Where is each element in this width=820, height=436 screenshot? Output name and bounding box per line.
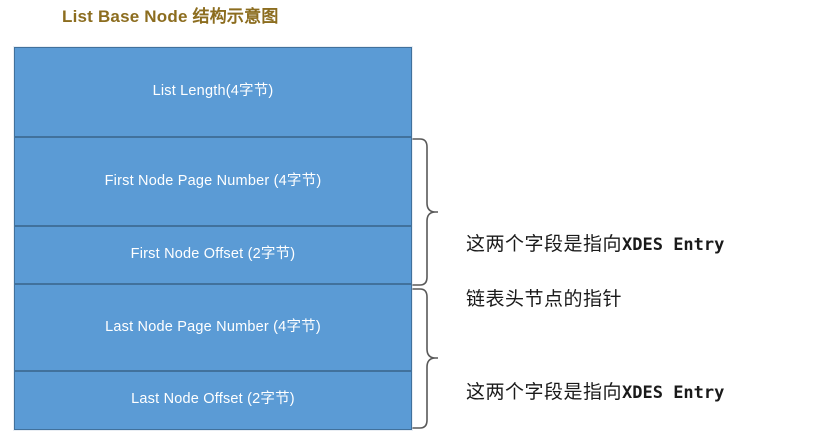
- annotation-text-prefix: 这两个字段是指向: [466, 233, 623, 256]
- struct-row-last-node-offset: Last Node Offset (2字节): [15, 372, 411, 427]
- struct-row-label: Last Node Offset (2字节): [131, 390, 295, 407]
- struct-row-label: List Length(4字节): [152, 83, 274, 100]
- annotation-tail-pointer: 这两个字段是指向XDES Entry 链表尾节点的指针: [466, 324, 724, 436]
- curly-brace-tail-icon: [412, 287, 438, 430]
- annotation-head-pointer: 这两个字段是指向XDES Entry 链表头节点的指针: [466, 176, 724, 341]
- list-base-node-struct-table: List Length(4字节) First Node Page Number …: [14, 47, 412, 430]
- annotation-text-line2: 链表头节点的指针: [466, 288, 623, 311]
- struct-row-label: Last Node Page Number (4字节): [105, 318, 321, 335]
- struct-row-first-node-offset: First Node Offset (2字节): [15, 227, 411, 285]
- curly-brace-head-icon: [412, 137, 438, 287]
- struct-row-label: First Node Offset (2字节): [130, 246, 296, 263]
- struct-row-first-node-page-number: First Node Page Number (4字节): [15, 138, 411, 227]
- annotation-text-prefix: 这两个字段是指向: [466, 381, 623, 404]
- struct-row-last-node-page-number: Last Node Page Number (4字节): [15, 285, 411, 372]
- struct-row-list-length: List Length(4字节): [15, 48, 411, 138]
- annotation-text-xdes-entry: XDES Entry: [622, 235, 725, 256]
- struct-row-label: First Node Page Number (4字节): [104, 172, 322, 189]
- page-title: List Base Node 结构示意图: [62, 7, 279, 26]
- annotation-text-xdes-entry: XDES Entry: [622, 383, 725, 404]
